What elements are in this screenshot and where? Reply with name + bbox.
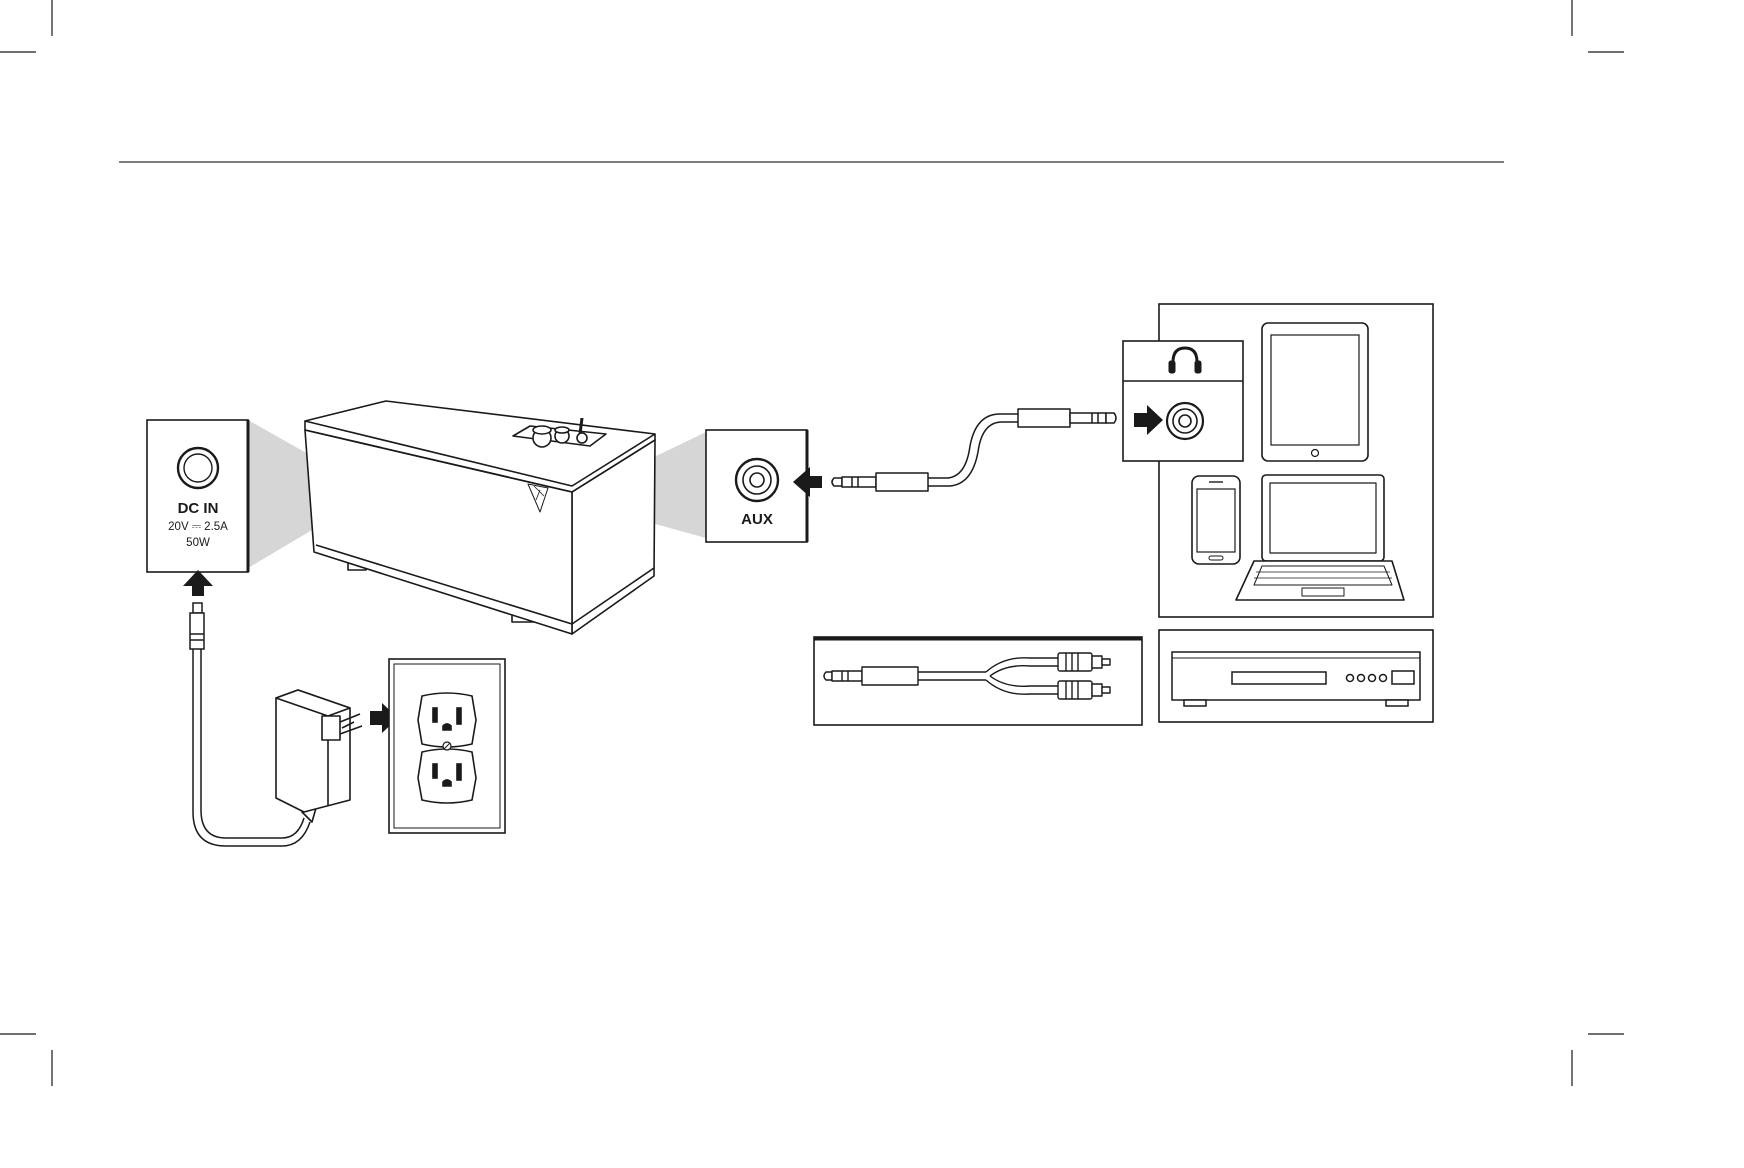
- aux-jack-icon: [1167, 403, 1203, 439]
- rca-y-cable-icon: [814, 637, 1142, 725]
- arrow-icon: [183, 570, 213, 596]
- dc-in-power: 50W: [186, 537, 210, 549]
- dc-in-panel: DC IN 20V ⎓ 2.5A 50W: [147, 420, 248, 572]
- speaker-icon: [305, 401, 655, 634]
- smartphone-icon: [1192, 476, 1240, 564]
- aux-cable-icon: [832, 409, 1116, 491]
- aux-panel: AUX: [706, 430, 807, 542]
- aux-jack-icon: [736, 459, 778, 501]
- laptop-icon: [1236, 475, 1404, 600]
- dc-in-rating: 20V ⎓ 2.5A: [168, 521, 228, 533]
- power-adapter-icon: [276, 690, 362, 822]
- cd-player-icon: [1159, 630, 1433, 722]
- aux-label: AUX: [741, 511, 773, 528]
- dc-callout-shade: [248, 420, 312, 568]
- tablet-icon: [1262, 323, 1368, 461]
- aux-callout-shade: [648, 432, 706, 538]
- dc-in-title: DC IN: [178, 500, 219, 517]
- dc-power-jack-icon: [178, 448, 218, 488]
- wall-outlet-icon: [389, 659, 505, 833]
- headphone-jack-panel: [1123, 341, 1243, 461]
